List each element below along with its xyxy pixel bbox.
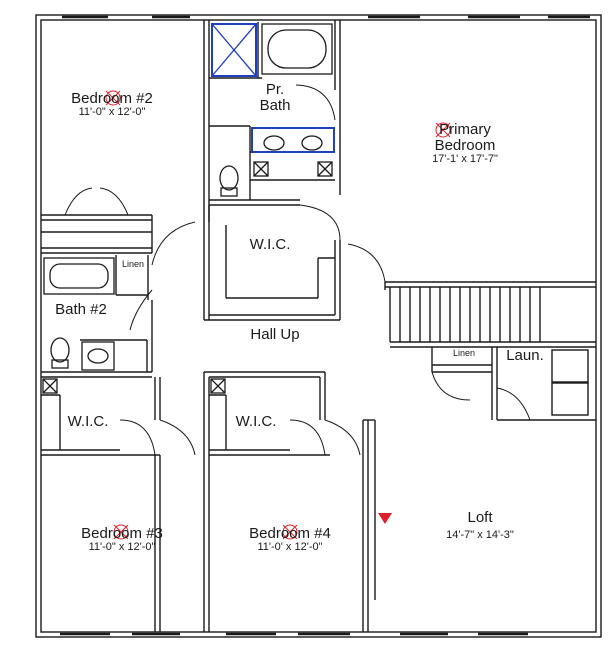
exterior-wall-inner: [40, 19, 597, 633]
vanity-primary: [251, 127, 335, 153]
vanity-bath2: [81, 341, 115, 371]
loft-name: Loft: [467, 509, 493, 526]
label-linen-hall: Linen: [452, 348, 476, 358]
bedroom3-dims: 11'-0" x 12'-0": [88, 540, 156, 553]
bedroom4-name: Bedroom #4: [249, 525, 331, 542]
stairs: [399, 287, 541, 342]
label-pr-bath: Pr.Bath: [250, 82, 300, 114]
label-bath2: Bath #2: [55, 301, 107, 318]
toilet-bath2: [50, 337, 70, 363]
label-laundry: Laun.: [506, 347, 544, 364]
bedroom2-dims: 11'-0" x 12'-0": [78, 105, 146, 118]
label-linen-bath2: Linen: [121, 259, 145, 269]
label-hall-up: Hall Up: [250, 326, 300, 343]
primary-line1: Primary: [439, 121, 491, 138]
bedroom2-name: Bedroom #2: [71, 90, 153, 107]
label-wic-bed3: W.I.C.: [67, 413, 109, 430]
bedroom3-name: Bedroom #3: [81, 525, 163, 542]
pr-bath-line2: Bath: [259, 96, 291, 114]
tub-primary: [261, 23, 333, 75]
exterior-wall-outer: [35, 14, 602, 638]
fixtures: [42, 23, 335, 394]
label-wic-bed4: W.I.C.: [235, 413, 277, 430]
primary-line2: Bedroom: [434, 136, 496, 154]
doors: [64, 84, 531, 456]
tub-bath2: [43, 257, 115, 295]
primary-dims: 17'-1' x 17'-7": [432, 152, 498, 165]
label-wic-primary: W.I.C.: [249, 236, 291, 253]
loft-dims: 14'-7" x 14'-3": [446, 528, 514, 541]
attic-access-marker: [378, 513, 392, 524]
pr-bath-line1: Pr.: [265, 81, 285, 98]
washer: [551, 349, 589, 383]
bedroom4-dims: 11'-0' x 12'-0": [257, 540, 323, 553]
toilet-primary: [219, 165, 239, 191]
label-loft: Loft 14'-7" x 14'-3": [430, 510, 530, 541]
dryer: [551, 382, 589, 416]
ceiling-fan-markers: [105, 90, 451, 540]
shower: [211, 23, 257, 77]
